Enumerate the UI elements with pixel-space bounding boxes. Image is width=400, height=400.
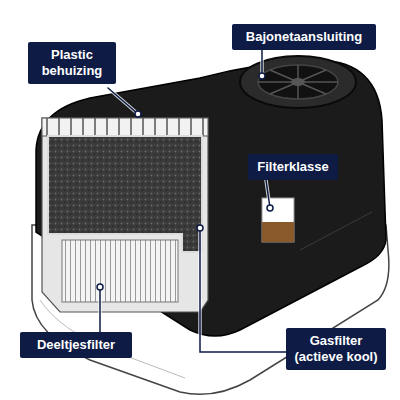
callout-label: Filterklasse [257, 159, 329, 175]
cutaway [42, 118, 208, 312]
class-label [262, 198, 294, 242]
leader-dots [97, 73, 273, 290]
callout-box: Deeltjesfilter [20, 332, 132, 358]
callout-label: Deeltjesfilter [37, 337, 115, 353]
callout-box: Bajonetaansluiting [232, 24, 376, 50]
callout-label: Plastic behuizing [35, 47, 109, 79]
class-color [262, 222, 294, 242]
rib-frame [42, 118, 208, 136]
cap-highlight [300, 212, 372, 250]
bayonet-grille [258, 65, 338, 99]
bayonet-inner [258, 65, 338, 99]
leader-lines [100, 50, 286, 352]
carbon-block [48, 136, 202, 252]
callout-label: Gasfilter (actieve kool) [293, 333, 379, 365]
pleated-filter [62, 240, 178, 302]
callout-box: Plastic behuizing [28, 42, 116, 84]
callout-box: Filterklasse [248, 154, 338, 180]
callout-label: Bajonetaansluiting [246, 29, 362, 45]
bayonet-hub [291, 78, 305, 86]
callout-box: Gasfilter (actieve kool) [286, 328, 386, 370]
bayonet-ring [240, 56, 356, 108]
